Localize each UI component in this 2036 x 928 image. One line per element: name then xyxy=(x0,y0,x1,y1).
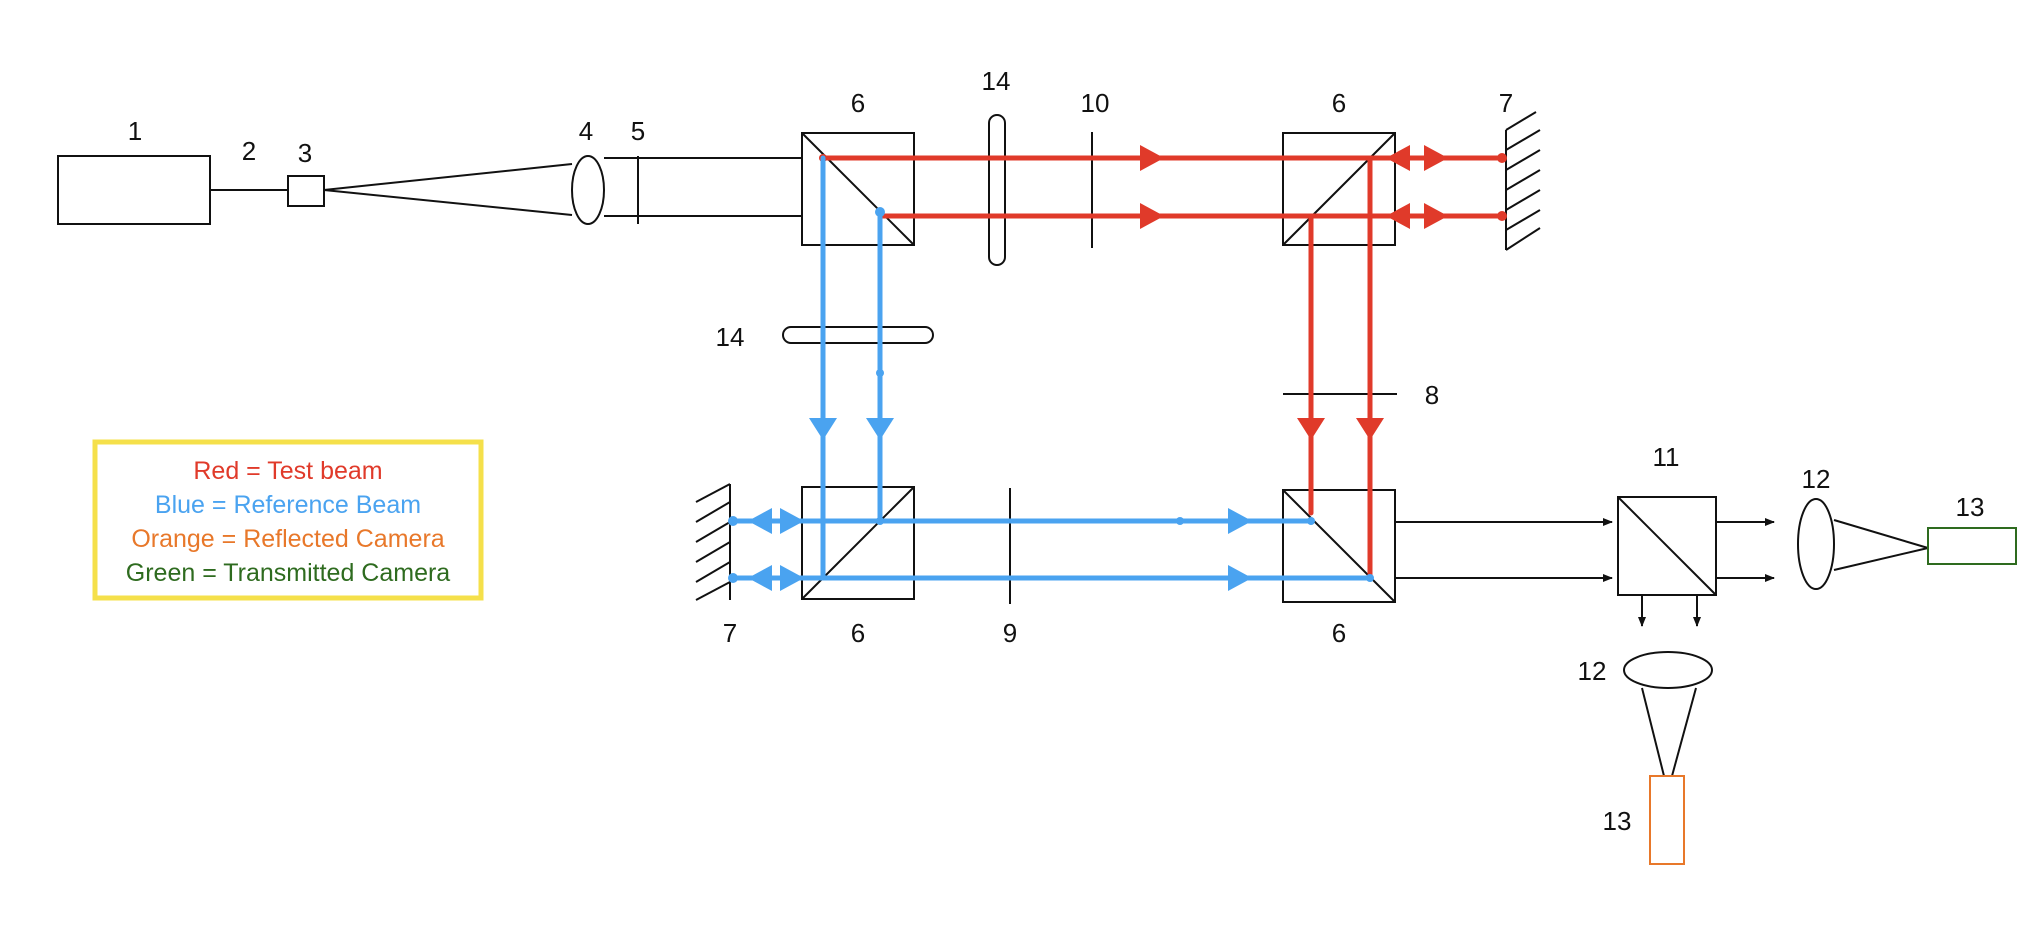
label-12-right: 12 xyxy=(1802,464,1831,494)
plate-14-horizontal xyxy=(782,326,934,344)
label-5: 5 xyxy=(631,116,645,146)
lens-12-right xyxy=(1797,498,1835,590)
arrow-left-icon xyxy=(1386,203,1410,229)
label-6-bottom-right: 6 xyxy=(1332,618,1346,648)
plate-14-vertical xyxy=(988,114,1006,266)
reference-beam-arrows xyxy=(728,207,1374,591)
label-3: 3 xyxy=(298,138,312,168)
expander-lens xyxy=(571,155,605,225)
label-7-top-right: 7 xyxy=(1499,88,1513,118)
legend-box xyxy=(92,439,484,601)
arrow-left-icon xyxy=(748,565,772,591)
legend-green: Green = Transmitted Camera xyxy=(126,559,451,587)
label-12-bottom: 12 xyxy=(1578,656,1607,686)
arrow-right-icon xyxy=(1424,145,1448,171)
label-2: 2 xyxy=(242,136,256,166)
camera-13-transmitted xyxy=(1927,527,2017,565)
legend: Red = Test beam Blue = Reference Beam Or… xyxy=(92,439,484,601)
label-8: 8 xyxy=(1425,380,1439,410)
arrow-right-icon xyxy=(1228,565,1252,591)
label-6-top-left: 6 xyxy=(851,88,865,118)
label-6-bottom-left: 6 xyxy=(851,618,865,648)
lens-12-bottom xyxy=(1623,651,1713,689)
mirror-top-right xyxy=(1505,111,1541,251)
label-4: 4 xyxy=(579,116,593,146)
legend-red: Red = Test beam xyxy=(193,457,382,485)
reference-beam xyxy=(730,155,1373,581)
test-beam-arrows xyxy=(819,145,1507,440)
laser-box xyxy=(57,155,211,225)
label-13-right: 13 xyxy=(1956,492,1985,522)
arrow-right-icon xyxy=(780,565,804,591)
arrow-right-icon xyxy=(1228,508,1252,534)
converging-right-upper xyxy=(1833,519,1929,549)
arrow-down-icon xyxy=(809,418,837,440)
label-13-bottom: 13 xyxy=(1603,806,1632,836)
mirror-bottom-left xyxy=(695,483,731,601)
label-14-left: 14 xyxy=(716,322,745,352)
arrow-right-icon xyxy=(1140,203,1164,229)
label-14-top: 14 xyxy=(982,66,1011,96)
arrow-right-icon xyxy=(780,508,804,534)
beamsplitter-bottom-left xyxy=(801,486,915,600)
converging-bottom-right xyxy=(1671,687,1697,777)
arrow-left-icon xyxy=(1386,145,1410,171)
fiber-coupler xyxy=(287,175,325,207)
label-10: 10 xyxy=(1081,88,1110,118)
label-6-top-right: 6 xyxy=(1332,88,1346,118)
beamsplitter-top-right xyxy=(1282,132,1396,246)
arrow-right-icon xyxy=(1140,145,1164,171)
diverging-beam-upper xyxy=(323,163,573,191)
label-1: 1 xyxy=(128,116,142,146)
beamsplitter-top-left xyxy=(801,132,915,246)
label-7-bottom-left: 7 xyxy=(723,618,737,648)
arrow-down-icon xyxy=(866,418,894,440)
arrow-down-icon xyxy=(1297,418,1325,440)
arrow-down-icon xyxy=(1356,418,1384,440)
label-11: 11 xyxy=(1653,442,1680,472)
diverging-beam-lower xyxy=(323,189,573,216)
label-9: 9 xyxy=(1003,618,1017,648)
beamsplitter-bottom-right xyxy=(1282,489,1396,603)
legend-orange: Orange = Reflected Camera xyxy=(131,525,444,553)
converging-bottom-left xyxy=(1641,687,1665,777)
converging-right-lower xyxy=(1833,547,1929,571)
arrow-right-icon xyxy=(1424,203,1448,229)
arrow-left-icon xyxy=(748,508,772,534)
legend-blue: Blue = Reference Beam xyxy=(155,491,421,519)
beamsplitter-11 xyxy=(1617,496,1717,596)
camera-13-reflected xyxy=(1649,775,1685,865)
